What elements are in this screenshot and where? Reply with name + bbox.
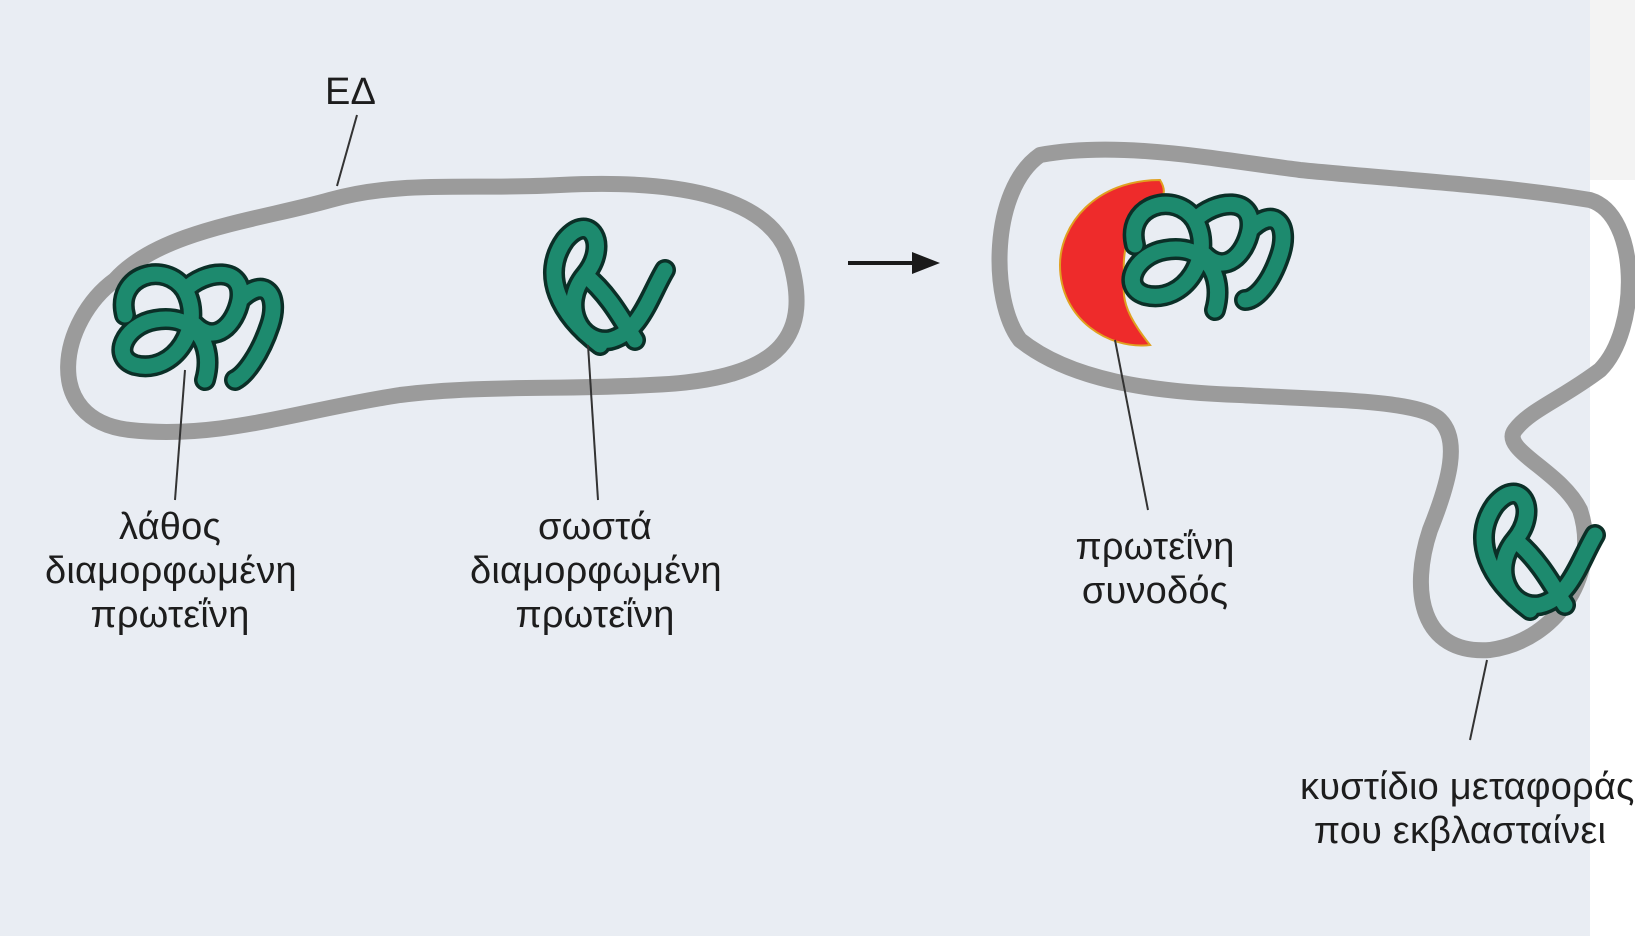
chaperone-leader-line <box>1115 340 1148 510</box>
er-membrane-left <box>68 184 796 432</box>
vesicle-leader-line <box>1470 660 1487 740</box>
chaperone-label: πρωτεΐνη συνοδός <box>1060 525 1250 613</box>
bound-misfolded-protein <box>1132 204 1283 310</box>
correct-label-line3: πρωτεΐνη <box>470 593 720 637</box>
correct-leader-line <box>588 345 598 500</box>
misfolded-label-line1: λάθος <box>45 505 295 549</box>
correct-label-line2: διαμορφωμένη <box>470 549 720 593</box>
er-label: ΕΔ <box>325 70 376 114</box>
chaperone-label-line2: συνοδός <box>1060 569 1250 613</box>
correct-label-line1: σωστά <box>470 505 720 549</box>
misfolded-label-line2: διαμορφωμένη <box>45 549 295 593</box>
vesicle-label: κυστίδιο μεταφοράς που εκβλασταίνει <box>1300 765 1620 853</box>
misfolded-label-line3: πρωτεΐνη <box>45 593 295 637</box>
er-leader-line <box>337 115 357 186</box>
misfolded-label: λάθος διαμορφωμένη πρωτεΐνη <box>45 505 295 637</box>
chaperone-label-line1: πρωτεΐνη <box>1060 525 1250 569</box>
correct-label: σωστά διαμορφωμένη πρωτεΐνη <box>470 505 720 637</box>
vesicle-label-line2: που εκβλασταίνει <box>1300 809 1620 853</box>
arrow-icon <box>848 252 940 274</box>
correct-protein <box>554 229 665 345</box>
vesicle-label-line1: κυστίδιο μεταφοράς <box>1300 765 1620 809</box>
misfolded-protein <box>122 274 273 380</box>
